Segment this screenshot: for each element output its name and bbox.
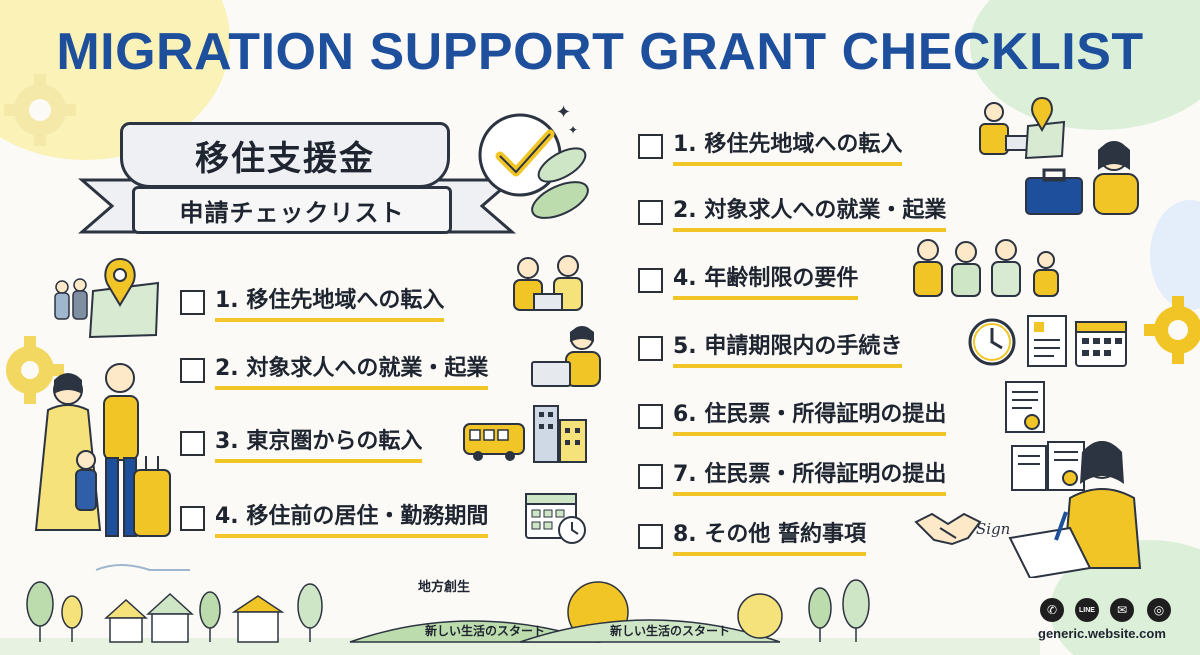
check-item-label: 7. 住民票・所得証明の提出 bbox=[673, 456, 947, 496]
calendar-icon bbox=[525, 493, 586, 544]
check-item-label: 6. 住民票・所得証明の提出 bbox=[673, 396, 947, 436]
line-icon[interactable]: LINE bbox=[1075, 598, 1099, 622]
left-check-item-1[interactable]: 1. 移住先地域への転入 bbox=[180, 282, 445, 322]
hill-label-2: 新しい生活のスタート bbox=[610, 624, 731, 638]
laptop-worker-icon bbox=[531, 326, 601, 387]
checkbox[interactable] bbox=[638, 267, 663, 293]
ribbon-sub: 申請チェックリスト bbox=[132, 186, 452, 234]
document-icon bbox=[1011, 441, 1085, 491]
ribbon-main: 移住支援金 bbox=[120, 122, 450, 188]
sign-text: Sign bbox=[976, 520, 1011, 538]
mail-icon[interactable]: ✉ bbox=[1110, 598, 1134, 622]
right-check-item-3[interactable]: 4. 年齢制限の要件 bbox=[638, 260, 859, 300]
office-map-icon bbox=[979, 96, 1066, 160]
ribbon-sub-label: 申請チェックリスト bbox=[179, 198, 405, 227]
title-ribbon: 移住支援金 申請チェックリスト bbox=[62, 112, 532, 252]
elderly-people-icon bbox=[913, 239, 1059, 297]
briefcase-icon bbox=[1025, 141, 1139, 215]
gear-icon bbox=[4, 74, 76, 146]
bus-icon bbox=[463, 423, 525, 461]
checkbox[interactable] bbox=[638, 523, 663, 549]
office-workers-icon bbox=[513, 255, 583, 311]
handshake-icon bbox=[914, 512, 982, 546]
left-check-item-4[interactable]: 4. 移住前の居住・勤務期間 bbox=[180, 498, 489, 538]
check-item-label: 5. 申請期限内の手続き bbox=[673, 328, 903, 368]
check-item-label: 1. 移住先地域への転入 bbox=[673, 126, 903, 166]
right-check-item-7[interactable]: 8. その他 誓約事項 bbox=[638, 516, 866, 556]
signing-woman-icon bbox=[1008, 441, 1142, 578]
buildings-icon bbox=[533, 405, 587, 463]
slogan: 地方創生 bbox=[418, 580, 471, 595]
gear-icon bbox=[6, 336, 64, 404]
check-item-label: 3. 東京圏からの転入 bbox=[215, 423, 423, 463]
checkbox[interactable] bbox=[180, 289, 205, 315]
ribbon-main-label: 移住支援金 bbox=[195, 138, 375, 179]
page-title: MIGRATION SUPPORT GRANT CHECKLIST bbox=[56, 23, 1144, 81]
checkbox[interactable] bbox=[638, 199, 663, 225]
line-icon-label: LINE bbox=[1079, 606, 1095, 614]
left-check-item-2[interactable]: 2. 対象求人への就業・起業 bbox=[180, 350, 489, 390]
hill-label-1: 新しい生活のスタート bbox=[425, 624, 546, 638]
check-item-label: 4. 移住前の居住・勤務期間 bbox=[215, 498, 489, 538]
checkbox[interactable] bbox=[638, 403, 663, 429]
check-item-label: 1. 移住先地域への転入 bbox=[215, 282, 445, 322]
check-item-label: 4. 年齢制限の要件 bbox=[673, 260, 859, 300]
svg-text:✦: ✦ bbox=[556, 102, 571, 123]
right-check-item-1[interactable]: 1. 移住先地域への転入 bbox=[638, 126, 903, 166]
checkbox[interactable] bbox=[180, 430, 205, 456]
leaf-icon bbox=[531, 147, 589, 219]
checkbox[interactable] bbox=[638, 463, 663, 489]
checkbox[interactable] bbox=[638, 133, 663, 159]
globe-icon[interactable]: ◎ bbox=[1147, 598, 1171, 622]
document-icon bbox=[1027, 315, 1067, 367]
gear-icon bbox=[1144, 296, 1200, 364]
checkbox[interactable] bbox=[638, 335, 663, 361]
check-item-label: 2. 対象求人への就業・起業 bbox=[673, 192, 947, 232]
svg-text:✦: ✦ bbox=[568, 123, 578, 137]
landscape-illustration bbox=[0, 564, 1040, 655]
website-url[interactable]: generic.website.com bbox=[1038, 626, 1166, 641]
clock-icon bbox=[968, 318, 1016, 366]
check-item-label: 8. その他 誓約事項 bbox=[673, 516, 866, 556]
map-pin-icon bbox=[54, 257, 160, 339]
phone-icon[interactable]: ✆ bbox=[1040, 598, 1064, 622]
family-icon bbox=[34, 363, 171, 537]
calendar-icon bbox=[1075, 321, 1127, 367]
right-check-item-5[interactable]: 6. 住民票・所得証明の提出 bbox=[638, 396, 947, 436]
right-check-item-2[interactable]: 2. 対象求人への就業・起業 bbox=[638, 192, 947, 232]
left-check-item-3[interactable]: 3. 東京圏からの転入 bbox=[180, 423, 423, 463]
checkbox[interactable] bbox=[180, 357, 205, 383]
right-check-item-4[interactable]: 5. 申請期限内の手続き bbox=[638, 328, 903, 368]
checkbox[interactable] bbox=[180, 505, 205, 531]
check-item-label: 2. 対象求人への就業・起業 bbox=[215, 350, 489, 390]
certificate-icon bbox=[1005, 381, 1045, 433]
right-check-item-6[interactable]: 7. 住民票・所得証明の提出 bbox=[638, 456, 947, 496]
